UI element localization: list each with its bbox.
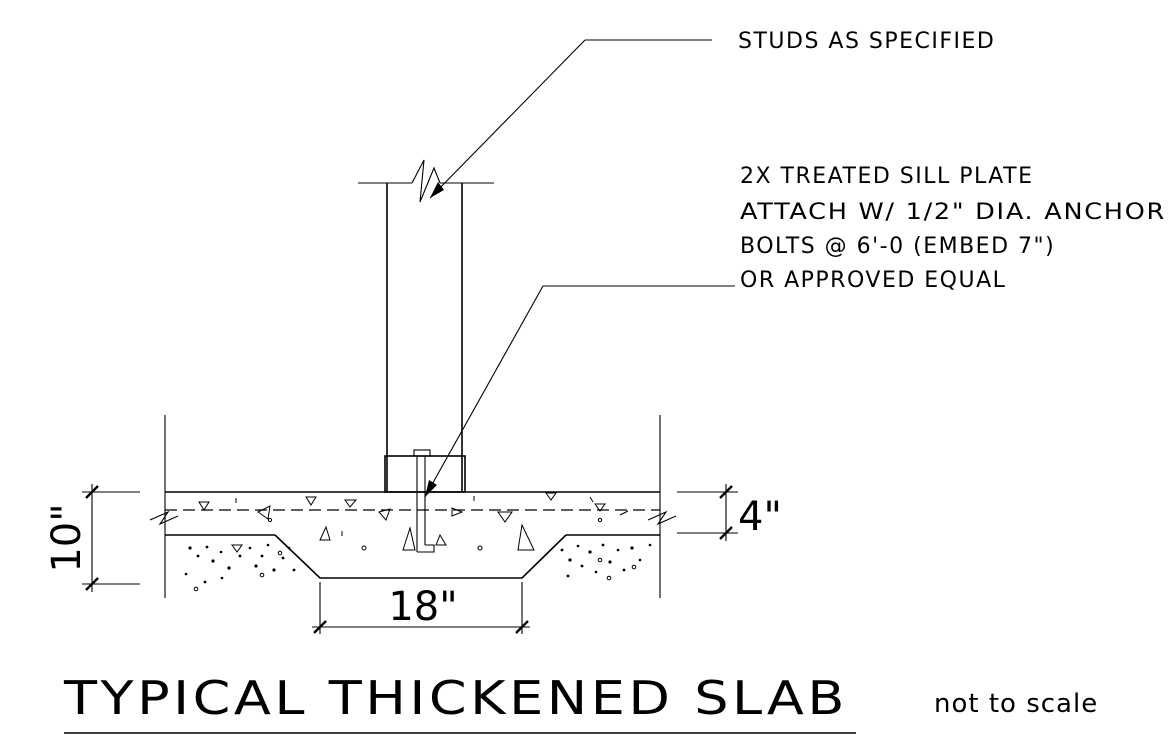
dimension-total-depth: 10" — [44, 484, 140, 592]
anchor-bolt — [413, 449, 435, 553]
sill-plate-note: 2X TREATED SILL PLATE ATTACH W/ 1/2" DIA… — [740, 164, 1166, 293]
sill-plate-leader — [424, 285, 735, 498]
stud-wall — [358, 159, 494, 492]
dimension-slab-thickness: 4" — [677, 484, 782, 541]
sill-plate-note-line-3: BOLTS @ 6'-0 (EMBED 7") — [740, 234, 1055, 259]
total-depth-label: 10" — [44, 503, 90, 572]
dimension-thickened-width: 18" — [312, 582, 530, 634]
studs-note: STUDS AS SPECIFIED — [738, 29, 995, 54]
drawing-title: TYPICAL THICKENED SLAB — [63, 671, 848, 725]
sill-plate-note-line-2: ATTACH W/ 1/2" DIA. ANCHOR — [740, 200, 1166, 225]
concrete-slab — [149, 415, 677, 598]
sill-plate-note-line-4: OR APPROVED EQUAL — [740, 268, 1006, 293]
concrete-aggregate-hatch — [198, 492, 629, 553]
thickened-width-label: 18" — [388, 584, 457, 630]
slab-thickness-label: 4" — [738, 494, 782, 540]
studs-leader — [429, 39, 712, 199]
gravel-base-stipple — [184, 543, 652, 592]
scale-note: not to scale — [934, 689, 1098, 719]
sill-plate-note-line-1: 2X TREATED SILL PLATE — [740, 164, 1033, 189]
